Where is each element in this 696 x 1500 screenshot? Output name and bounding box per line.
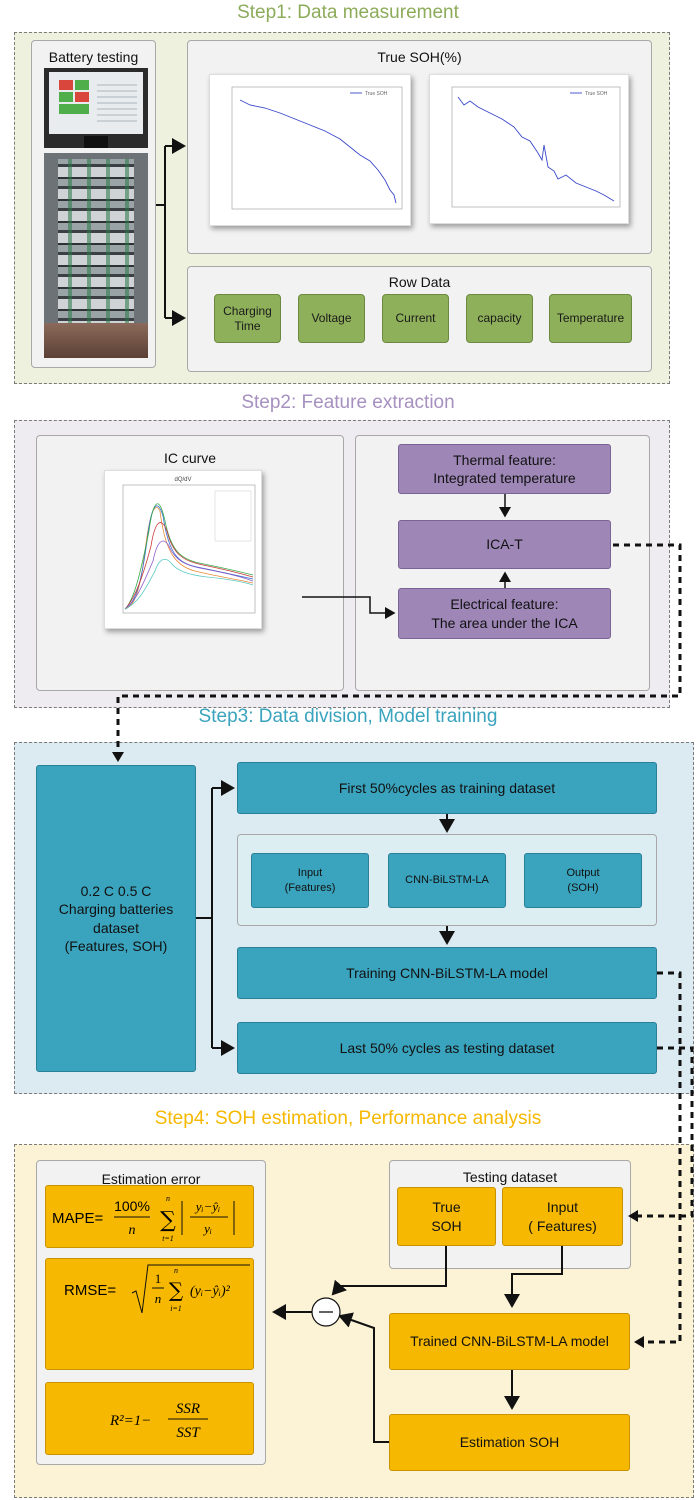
input-features-box: Input (Features) xyxy=(251,853,369,908)
soh-chart-2-svg: True SOH xyxy=(451,86,621,208)
step4-title: Step4: SOH estimation, Performance analy… xyxy=(154,1108,542,1129)
svg-text:SSR: SSR xyxy=(175,1401,199,1417)
row-item-capacity: capacity xyxy=(466,294,533,343)
battery-testing-label: Battery testing xyxy=(48,49,139,65)
svg-text:∑: ∑ xyxy=(168,1278,183,1302)
rmse-formula: RMSE= 1 n n ∑ i=1 (yᵢ−ŷᵢ)² xyxy=(64,1264,250,1314)
mape-formula-box: MAPE= 100% n n ∑ t=1 yᵢ−ŷᵢ yᵢ xyxy=(45,1185,254,1248)
chart2-legend: True SOH xyxy=(585,91,608,97)
true-soh-test-box: True SOH xyxy=(397,1187,496,1246)
r2-formula-box: R²=1− SSR SST xyxy=(45,1382,254,1455)
soh-chart-1: True SOH xyxy=(209,74,411,226)
svg-text:n: n xyxy=(128,1223,135,1238)
svg-text:SST: SST xyxy=(176,1425,201,1441)
row-item-charging-time: Charging Time xyxy=(214,294,281,343)
input-features-test-box: Input ( Features) xyxy=(502,1187,623,1246)
svg-text:yᵢ: yᵢ xyxy=(202,1221,212,1236)
testing-dataset-label: Testing dataset xyxy=(462,1169,558,1185)
rmse-lhs: RMSE= xyxy=(64,1282,116,1299)
estimation-soh-box: Estimation SOH xyxy=(389,1414,630,1471)
ic-chart: dQ/dV xyxy=(104,470,262,629)
soh-chart-1-svg: True SOH xyxy=(231,86,403,210)
row-item-temperature: Temperature xyxy=(549,294,632,343)
svg-text:t=1: t=1 xyxy=(162,1234,174,1243)
mape-formula: MAPE= 100% n n ∑ t=1 yᵢ−ŷᵢ yᵢ xyxy=(52,1194,234,1243)
r2-formula: R²=1− SSR SST xyxy=(109,1401,208,1441)
estimation-error-label: Estimation error xyxy=(101,1171,201,1187)
svg-text:n: n xyxy=(154,1291,161,1306)
training-model-box: Training CNN-BiLSTM-LA model xyxy=(237,947,657,999)
svg-text:i=1: i=1 xyxy=(170,1304,182,1313)
svg-text:(yᵢ−ŷᵢ)²: (yᵢ−ŷᵢ)² xyxy=(190,1284,231,1299)
svg-text:∑: ∑ xyxy=(160,1208,176,1233)
electrical-feature-box: Electrical feature: The area under the I… xyxy=(398,588,611,639)
step1-title: Step1: Data measurement xyxy=(237,2,459,23)
battery-cabinet-photo xyxy=(44,153,148,358)
ic-curve-label: IC curve xyxy=(163,450,217,466)
row-item-current: Current xyxy=(382,294,449,343)
svg-text:n: n xyxy=(166,1194,170,1203)
row-data-label: Row Data xyxy=(388,274,451,290)
rmse-formula-box: RMSE= 1 n n ∑ i=1 (yᵢ−ŷᵢ)² xyxy=(45,1258,254,1370)
monitor-photo xyxy=(44,68,148,148)
svg-text:1: 1 xyxy=(154,1271,161,1286)
r2-lhs: R²=1− xyxy=(109,1413,151,1429)
output-soh-box: Output (SOH) xyxy=(524,853,642,908)
ic-chart-title: dQ/dV xyxy=(174,477,191,483)
ic-chart-svg: dQ/dV xyxy=(122,477,256,614)
soh-chart-2: True SOH xyxy=(429,74,629,224)
svg-text:n: n xyxy=(174,1266,178,1275)
cnn-bilstm-la-box: CNN-BiLSTM-LA xyxy=(388,853,506,908)
trained-model-box: Trained CNN-BiLSTM-LA model xyxy=(389,1313,630,1370)
last-50-testing-box: Last 50% cycles as testing dataset xyxy=(237,1022,657,1074)
thermal-feature-box: Thermal feature: Integrated temperature xyxy=(398,444,611,494)
true-soh-label: True SOH(%) xyxy=(377,49,462,65)
step3-title: Step3: Data division, Model training xyxy=(198,706,498,727)
chart1-legend: True SOH xyxy=(365,91,388,97)
mape-lhs: MAPE= xyxy=(52,1210,104,1227)
svg-text:yᵢ−ŷᵢ: yᵢ−ŷᵢ xyxy=(193,1199,219,1214)
charging-dataset-box: 0.2 C 0.5 C Charging batteries dataset (… xyxy=(36,765,196,1072)
row-item-voltage: Voltage xyxy=(298,294,365,343)
step2-title: Step2: Feature extraction xyxy=(241,392,455,413)
ica-t-box: ICA-T xyxy=(398,520,611,569)
first-50-training-box: First 50%cycles as training dataset xyxy=(237,762,657,814)
svg-text:100%: 100% xyxy=(114,1198,150,1214)
